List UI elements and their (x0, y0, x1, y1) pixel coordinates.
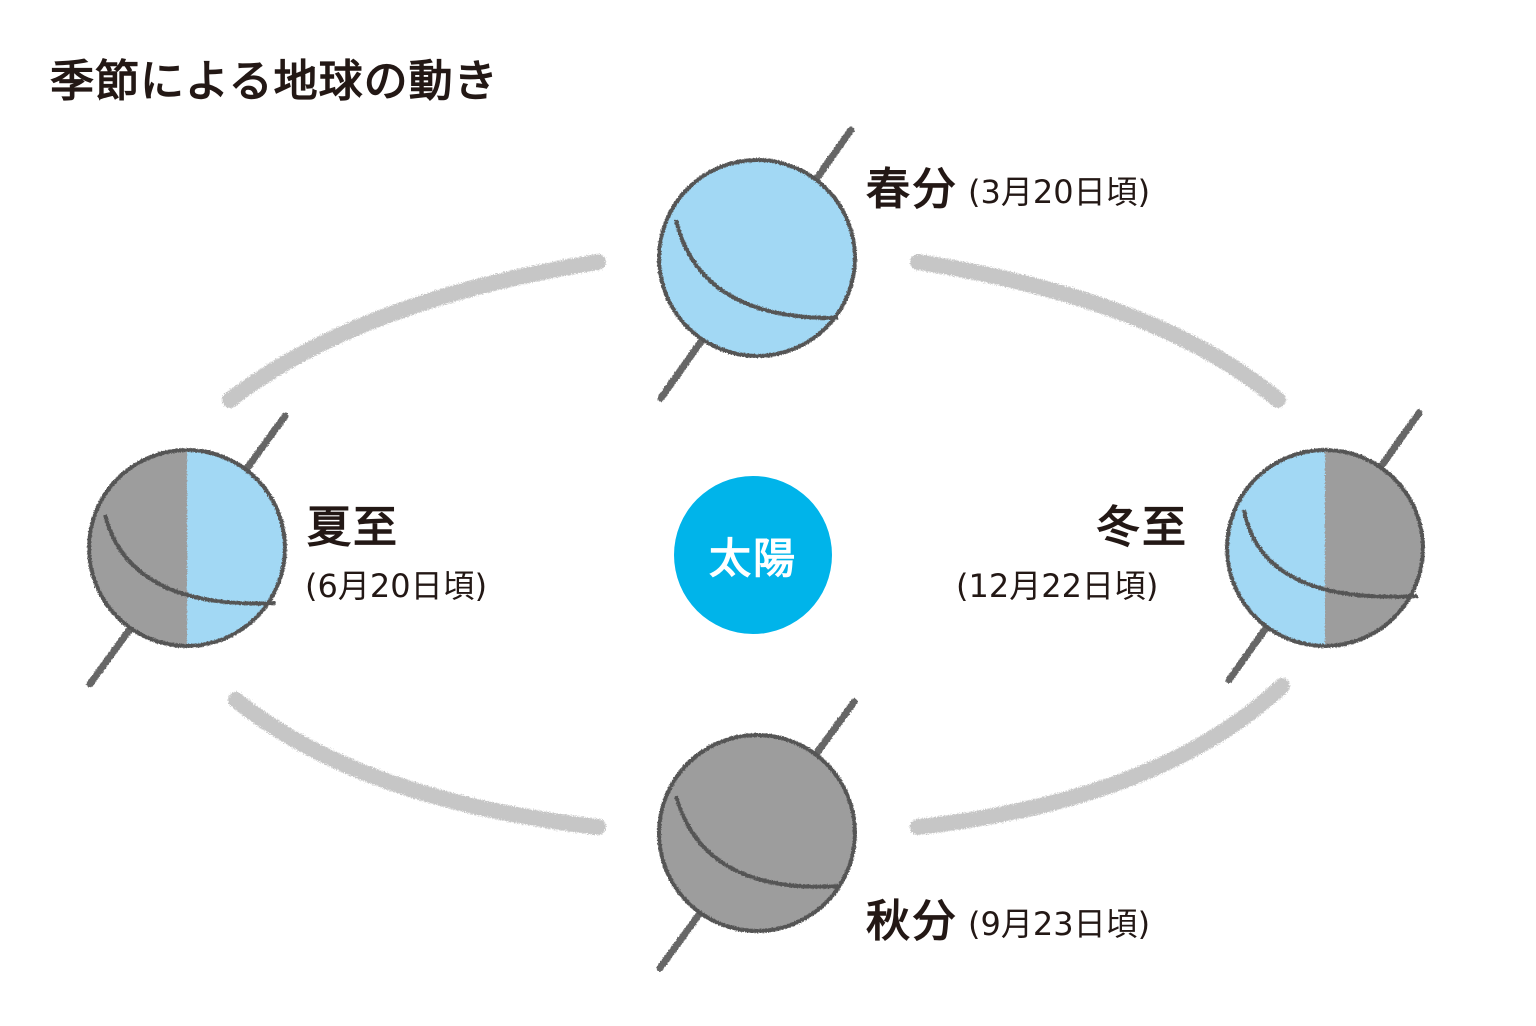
autumn-equinox-date: (9月23日頃) (968, 905, 1151, 943)
orbit-arc-bottom-left (228, 692, 606, 835)
sun-label: 太陽 (708, 533, 797, 583)
summer-solstice-name: 夏至 (307, 502, 399, 553)
winter-solstice-name: 冬至 (1096, 502, 1188, 553)
orbit-arc-bottom-right (910, 678, 1290, 835)
diagram-title: 季節による地球の動き (50, 56, 499, 107)
sun-disc (674, 476, 832, 634)
orbit-arc-top-left (222, 254, 606, 408)
earth-spring-equinox (657, 126, 857, 402)
spring-equinox-date: (3月20日頃) (968, 173, 1151, 211)
orbit-arc-top-right (910, 254, 1286, 408)
spring-equinox-name: 春分 (866, 164, 958, 215)
winter-solstice-date: (12月22日頃) (956, 567, 1159, 605)
autumn-equinox-name: 秋分 (866, 896, 958, 947)
summer-solstice-date: (6月20日頃) (305, 567, 488, 605)
earth-summer-solstice (86, 412, 289, 688)
earth-autumn-equinox (656, 698, 858, 972)
earth-winter-solstice (1225, 409, 1425, 684)
